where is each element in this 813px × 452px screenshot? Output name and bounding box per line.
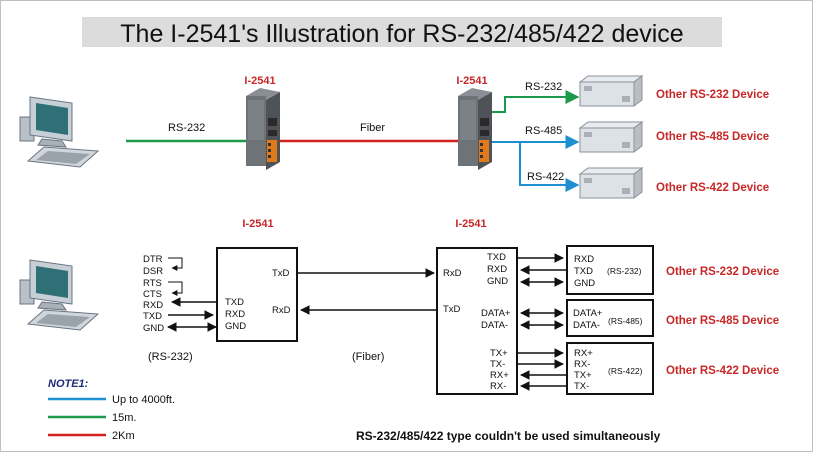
right-box-pin-rxd: RXD [487,264,507,275]
pc-signal-rxd: RXD [143,300,163,311]
dev422-pin-rx-plus: RX+ [574,348,593,359]
bottom-left-model-label: I-2541 [242,218,273,230]
right-box-pin-gnd: GND [487,276,508,287]
right-box-pin-data-minus: DATA- [481,320,508,331]
right-box-pin-txd-fiber: TxD [443,304,461,315]
right-box-pin-tx-plus: TX+ [490,348,508,359]
right-box-pin-rx-minus: RX- [490,381,506,392]
top-rs232-link-label: RS-232 [168,122,205,134]
bottom-left-converter-box [216,247,298,342]
dev485-pin-data-minus: DATA- [573,320,600,331]
bottom-rs232-device-box [566,245,654,295]
top-rs232-port-label: RS-232 [525,81,562,93]
top-right-module [458,88,492,170]
note-label-fiber: 2Km [112,430,135,442]
right-box-pin-rx-plus: RX+ [490,370,509,381]
top-fiber-link-label: Fiber [360,122,385,134]
left-box-pin-rxd: RXD [225,309,245,320]
left-box-pin-rxd-fiber: RxD [272,305,291,316]
left-box-pin-txd-fiber: TxD [272,268,290,279]
dev485-pin-data-plus: DATA+ [573,308,603,319]
dev232-pin-gnd: GND [574,278,595,289]
dev232-tag: (RS-232) [607,266,642,276]
top-rs232-device-icon [579,75,643,107]
bottom-rs232-device-label: Other RS-232 Device [666,266,779,278]
pc-signal-txd: TXD [143,311,162,322]
dev422-pin-tx-minus: TX- [574,381,589,392]
dev232-pin-rxd: RXD [574,254,594,265]
right-box-pin-data-plus: DATA+ [481,308,511,319]
note-label-rs232: 15m. [112,412,136,424]
dev422-tag: (RS-422) [608,366,643,376]
top-rs422-out-link [519,142,580,192]
caption-fiber: (Fiber) [352,351,384,363]
bottom-rs485-device-label: Other RS-485 Device [666,315,779,327]
right-box-pin-tx-minus: TX- [490,359,505,370]
bottom-rs422-device-box [566,342,654,395]
top-rs485-device-label: Other RS-485 Device [656,131,769,143]
bottom-rs422-device-label: Other RS-422 Device [666,365,779,377]
dev422-pin-tx-plus: TX+ [574,370,592,381]
right-box-pin-txd: TXD [487,252,506,263]
top-left-model-label: I-2541 [244,75,275,87]
rts-cts-loopback [168,281,183,296]
right-box-pin-rxd-fiber: RxD [443,268,462,279]
top-rs422-device-label: Other RS-422 Device [656,182,769,194]
pc-signal-cts: CTS [143,289,162,300]
top-rs485-port-label: RS-485 [525,125,562,137]
dtr-dsr-loopback [168,257,183,271]
bottom-rs485-device-box [566,299,654,337]
pc-signal-dsr: DSR [143,266,163,277]
pc-signal-rts: RTS [143,278,162,289]
bottom-right-model-label: I-2541 [455,218,486,230]
top-rs422-device-icon [579,167,643,199]
caption-rs232: (RS-232) [148,351,193,363]
dev422-pin-rx-minus: RX- [574,359,590,370]
top-left-module [246,88,280,170]
dev485-tag: (RS-485) [608,316,643,326]
left-box-pin-gnd: GND [225,321,246,332]
page-title: The I-2541's Illustration for RS-232/485… [120,20,683,48]
dev232-pin-txd: TXD [574,266,593,277]
left-box-pin-txd: TXD [225,297,244,308]
top-rs232-device-label: Other RS-232 Device [656,89,769,101]
bottom-right-converter-box [436,247,518,395]
top-rs232-out-link [492,90,580,113]
title-bar [82,17,722,47]
note-title: NOTE1: [48,378,89,390]
note-label-rs485: Up to 4000ft. [112,394,175,406]
top-rs485-device-icon [579,121,643,153]
pc-signal-dtr: DTR [143,254,163,265]
pc-signal-gnd: GND [143,323,164,334]
top-right-model-label: I-2541 [456,75,487,87]
footer-note: RS-232/485/422 type couldn't be used sim… [356,429,661,443]
top-rs422-port-label: RS-422 [527,171,564,183]
